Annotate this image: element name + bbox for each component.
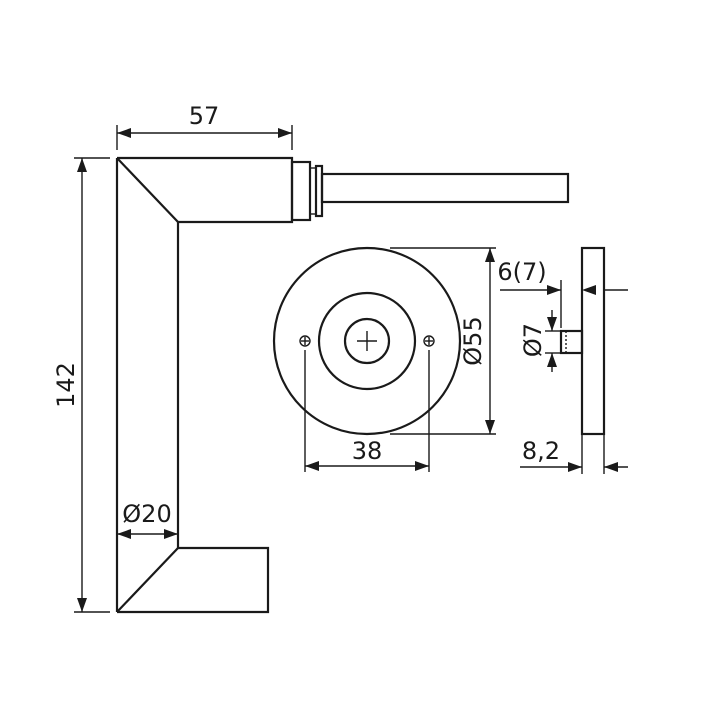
dimension-label-diameter-20: Ø20 <box>122 500 171 528</box>
dimension-6-7: 6(7) <box>497 258 628 328</box>
lever-handle <box>115 156 294 614</box>
dimension-diameter-20: Ø20 <box>117 500 178 539</box>
dimension-label-diameter-55: Ø55 <box>459 316 487 365</box>
dimension-diameter-7: Ø7 <box>519 310 561 372</box>
rose-front-view <box>272 246 462 436</box>
dimension-38: 38 <box>304 350 430 472</box>
dimension-57: 57 <box>116 102 293 150</box>
dimension-diameter-55: Ø55 <box>390 247 496 435</box>
spindle-assembly <box>290 160 570 222</box>
dimension-label-57: 57 <box>189 102 220 130</box>
screw-right <box>423 335 435 347</box>
dimension-8-2: 8,2 <box>520 434 628 474</box>
dimension-label-8-2: 8,2 <box>522 437 560 465</box>
rose-side-view <box>559 246 606 436</box>
dimension-label-diameter-7: Ø7 <box>519 323 547 357</box>
dimension-label-6-7: 6(7) <box>497 258 546 286</box>
dimension-label-142: 142 <box>52 362 80 408</box>
screw-left <box>299 335 311 347</box>
dimension-label-38: 38 <box>352 437 383 465</box>
dimension-142: 142 <box>52 157 110 613</box>
